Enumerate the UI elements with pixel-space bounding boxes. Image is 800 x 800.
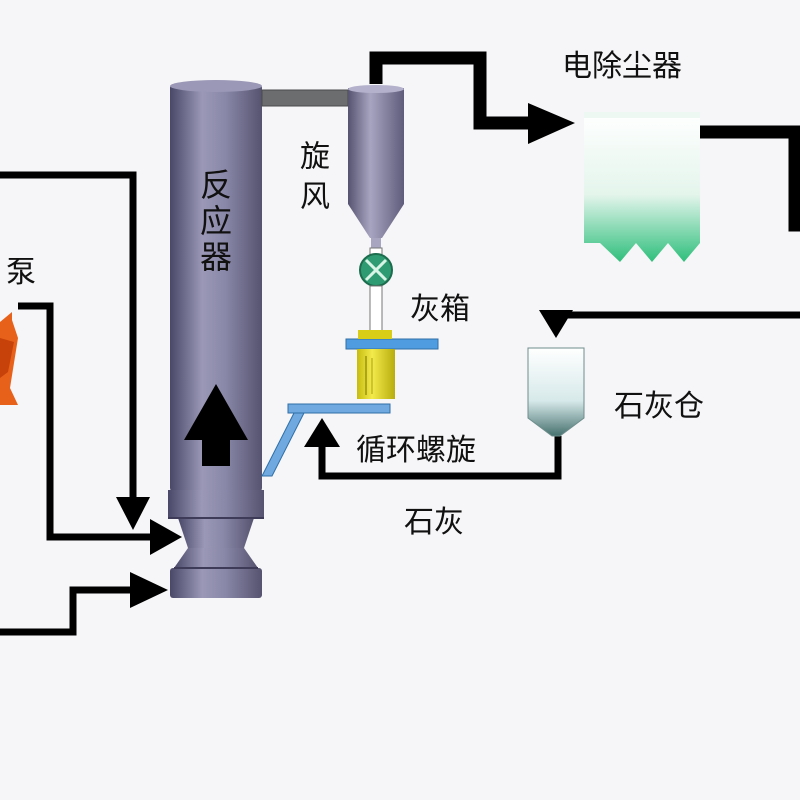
lime-feed-line (539, 310, 800, 338)
flue-line-to-esp (369, 51, 575, 144)
lime-label: 石灰 (404, 505, 464, 540)
feed-line-upper (0, 171, 150, 530)
reactor-cyclone-duct (261, 89, 349, 107)
circulating-screw (261, 403, 391, 477)
reactor (168, 80, 264, 598)
pump-icon (0, 312, 18, 405)
cyclone-label: 旋风 (294, 140, 329, 220)
flue-line-esp-outlet (700, 125, 800, 232)
ash-box-label: 灰箱 (410, 292, 470, 327)
reactor-label: 反应器 (195, 168, 233, 276)
gas-flow-up-arrow (184, 384, 248, 466)
pump-label: 泵 (6, 255, 36, 290)
cyclone (348, 85, 404, 248)
lime-line (304, 418, 562, 480)
esp-label: 电除尘器 (562, 49, 682, 84)
screw-label: 循环螺旋 (356, 433, 476, 468)
feed-line-lower (0, 572, 168, 636)
pump-line (18, 302, 182, 555)
ash-box (345, 330, 439, 399)
lime-silo (527, 347, 585, 437)
rotary-valve-icon (359, 247, 393, 333)
electrostatic-precipitator (584, 112, 700, 262)
lime-silo-label: 石灰仓 (614, 389, 704, 424)
